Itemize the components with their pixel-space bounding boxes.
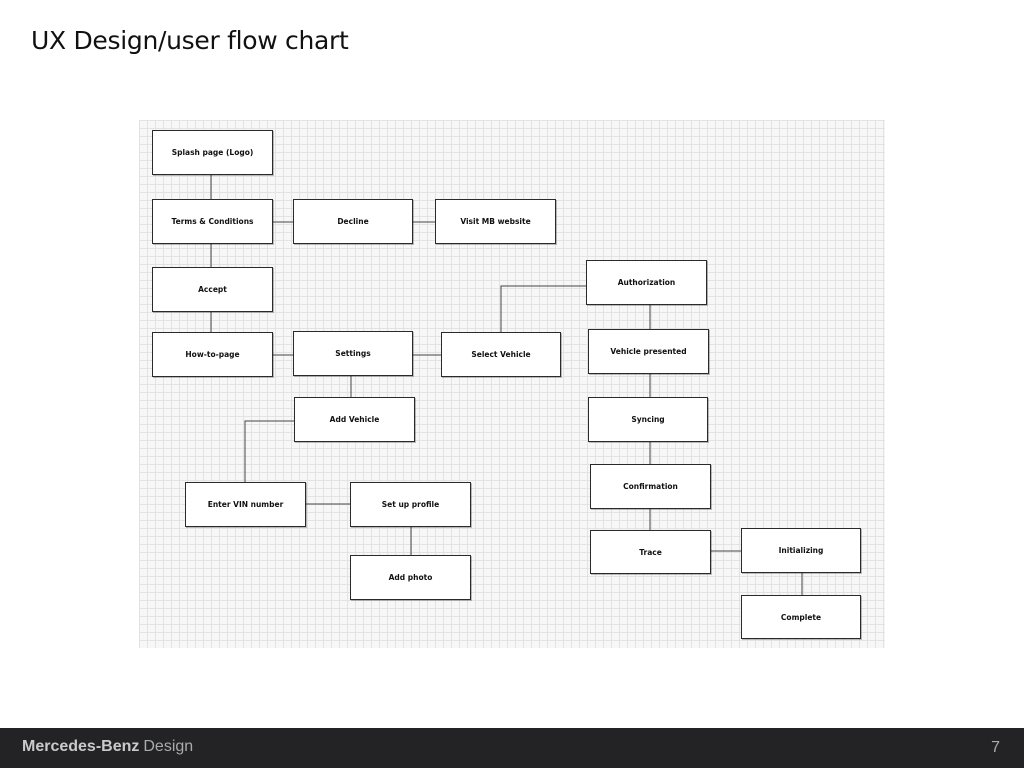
node-enter-vin-number[interactable]: Enter VIN number [185, 482, 306, 527]
node-confirmation[interactable]: Confirmation [590, 464, 711, 509]
node-how-to-page[interactable]: How-to-page [152, 332, 273, 377]
node-add-photo[interactable]: Add photo [350, 555, 471, 600]
node-complete[interactable]: Complete [741, 595, 861, 639]
node-settings[interactable]: Settings [293, 331, 413, 376]
node-syncing[interactable]: Syncing [588, 397, 708, 442]
brand-name: Mercedes-Benz [22, 738, 140, 755]
brand-suffix: Design [143, 738, 194, 755]
node-accept[interactable]: Accept [152, 267, 273, 312]
node-vehicle-presented[interactable]: Vehicle presented [588, 329, 709, 374]
flowchart-canvas: Splash page (Logo) Terms & Conditions De… [139, 120, 885, 648]
flowchart-connectors [210, 175, 803, 595]
node-trace[interactable]: Trace [590, 530, 711, 574]
node-set-up-profile[interactable]: Set up profile [350, 482, 471, 527]
page-number: 7 [991, 739, 1000, 756]
node-terms-conditions[interactable]: Terms & Conditions [152, 199, 273, 244]
connector-select-auth [500, 285, 586, 332]
connector-addveh-vin [244, 420, 294, 482]
node-select-vehicle[interactable]: Select Vehicle [441, 332, 561, 377]
node-decline[interactable]: Decline [293, 199, 413, 244]
node-initializing[interactable]: Initializing [741, 528, 861, 573]
node-splash-page[interactable]: Splash page (Logo) [152, 130, 273, 175]
node-authorization[interactable]: Authorization [586, 260, 707, 305]
node-visit-mb-website[interactable]: Visit MB website [435, 199, 556, 244]
node-add-vehicle[interactable]: Add Vehicle [294, 397, 415, 442]
slide-title: UX Design/user flow chart [31, 26, 349, 55]
